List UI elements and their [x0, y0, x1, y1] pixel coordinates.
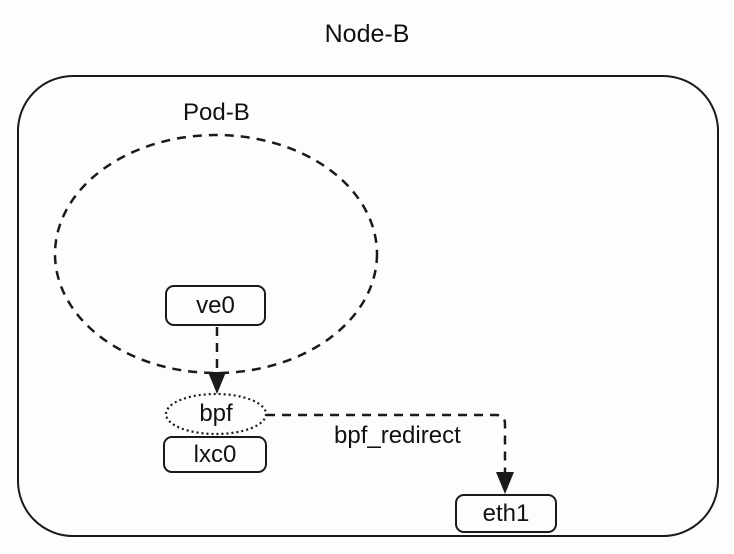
- eth1-label: eth1: [482, 499, 530, 527]
- bpf-redirect-label: bpf_redirect: [334, 422, 461, 449]
- lxc0-box: lxc0: [163, 436, 267, 473]
- ve0-label: ve0: [196, 291, 235, 319]
- pod-b-label: Pod-B: [183, 99, 250, 126]
- node-title: Node-B: [324, 20, 410, 48]
- ve0-box: ve0: [165, 285, 266, 326]
- lxc0-label: lxc0: [193, 440, 237, 468]
- node-b-boundary: [17, 75, 719, 537]
- eth1-box: eth1: [455, 494, 557, 533]
- bpf-label: bpf: [199, 400, 233, 427]
